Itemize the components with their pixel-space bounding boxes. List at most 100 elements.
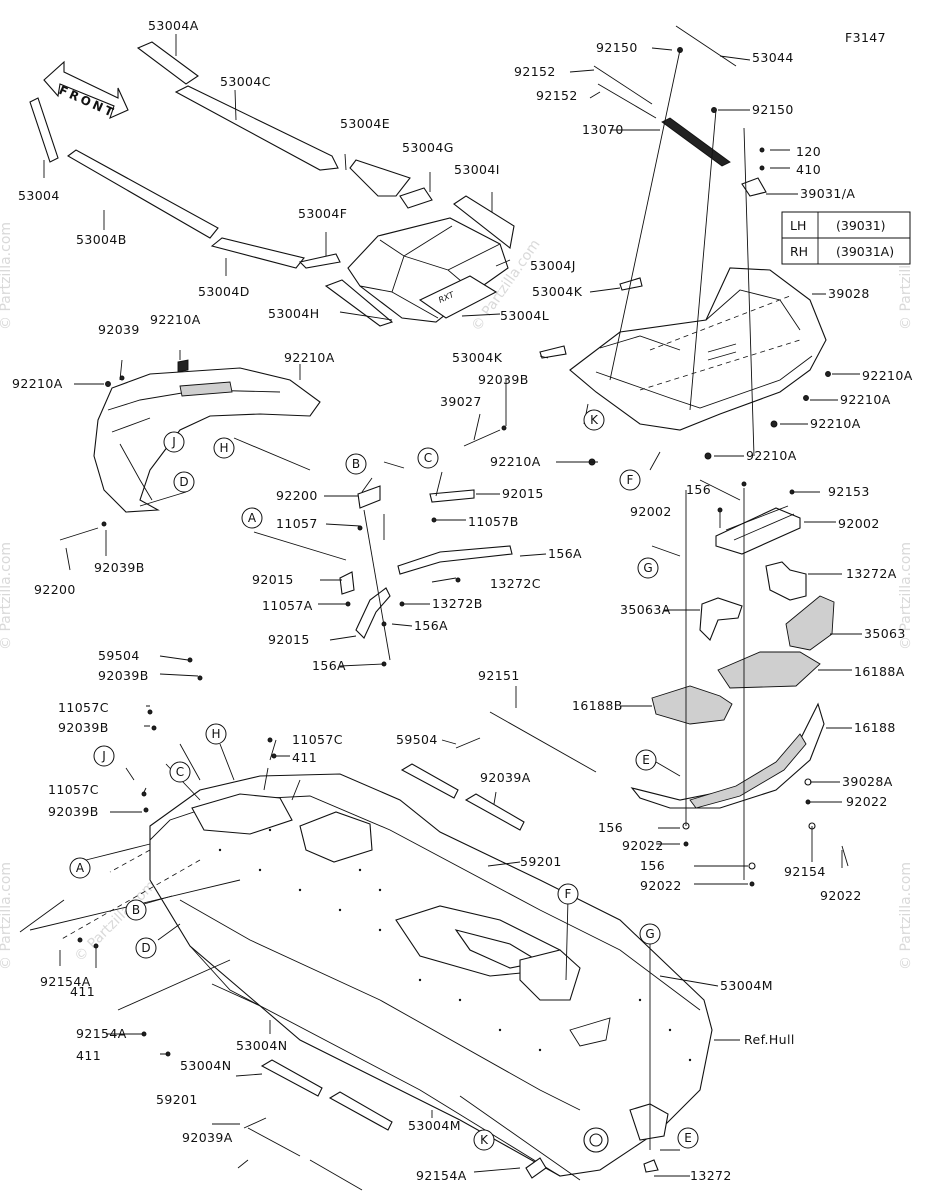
part-labels: 53004A 53004C 53004 53004B 53004E 53004G… bbox=[12, 18, 912, 1183]
part-number: 92039A bbox=[182, 1130, 233, 1145]
bracket-39031 bbox=[741, 177, 767, 197]
side-table: LH (39031) RH (39031A) bbox=[781, 211, 911, 265]
decal-53004i bbox=[453, 195, 515, 249]
bracket-35063 bbox=[699, 597, 743, 641]
part-number: 92015 bbox=[252, 572, 294, 587]
part-number: 92200 bbox=[34, 582, 76, 597]
watermark: © Partzilla.com bbox=[898, 862, 914, 970]
hull-outline bbox=[149, 773, 713, 1177]
decal-53004l bbox=[418, 275, 498, 319]
part-number: 120 bbox=[796, 144, 821, 159]
part-number: 53004K bbox=[532, 284, 583, 299]
part-number: 410 bbox=[796, 162, 821, 177]
callout-b: B bbox=[345, 453, 367, 475]
decal-53004f bbox=[298, 253, 341, 269]
rear-deck-39028 bbox=[569, 267, 827, 431]
part-number: 11057B bbox=[468, 514, 519, 529]
callout-d: D bbox=[173, 471, 195, 493]
part-number: 53004I bbox=[454, 162, 500, 177]
part-number: 92152 bbox=[536, 88, 578, 103]
part-number: 11057C bbox=[58, 700, 109, 715]
callout-g: G bbox=[639, 923, 661, 945]
part-number: 11057C bbox=[292, 732, 343, 747]
part-number: 92154A bbox=[40, 974, 91, 989]
rail-59201 bbox=[464, 793, 525, 831]
part-number: 13272C bbox=[490, 576, 541, 591]
part-number: 53004L bbox=[500, 308, 549, 323]
part-number: 16188 bbox=[854, 720, 896, 735]
part-number: 53004J bbox=[530, 258, 576, 273]
part-number: 92154A bbox=[416, 1168, 467, 1183]
hull bbox=[149, 773, 713, 1177]
part-number: 53004M bbox=[408, 1118, 461, 1133]
decal-53004a bbox=[136, 41, 199, 85]
part-number: 53004H bbox=[268, 306, 320, 321]
hardware bbox=[59, 359, 849, 1179]
rail-59201 bbox=[400, 763, 459, 799]
callout-g: G bbox=[637, 557, 659, 579]
decal-group: RXT bbox=[29, 41, 643, 359]
decal-53004 bbox=[29, 97, 59, 163]
part-number: 53004C bbox=[220, 74, 271, 89]
bracket-35063a bbox=[765, 561, 807, 601]
svg-text:B: B bbox=[132, 903, 140, 917]
watermark: © Partzilla.com bbox=[898, 542, 914, 650]
hull-ref-label: Ref.Hull bbox=[744, 1032, 795, 1047]
part-number: 53004M bbox=[720, 978, 773, 993]
part-number: 92210A bbox=[12, 376, 63, 391]
part-number: 59504 bbox=[98, 648, 140, 663]
callout-e: E bbox=[677, 1127, 699, 1149]
table-part: (39031A) bbox=[836, 244, 894, 259]
part-number: 92039B bbox=[98, 668, 149, 683]
part-number: 35063A bbox=[620, 602, 671, 617]
part-number: 59201 bbox=[520, 854, 562, 869]
part-number: 53004 bbox=[18, 188, 60, 203]
part-number: 92002 bbox=[630, 504, 672, 519]
front-arrow: FRONT bbox=[43, 60, 129, 121]
part-number: 92210A bbox=[746, 448, 797, 463]
strip-13272c bbox=[397, 545, 513, 575]
part-number: 92150 bbox=[752, 102, 794, 117]
part-number: 53004N bbox=[236, 1038, 288, 1053]
part-number: 53004G bbox=[402, 140, 454, 155]
svg-text:H: H bbox=[211, 727, 220, 741]
bracket-group bbox=[339, 485, 513, 661]
callout-f: F bbox=[619, 469, 641, 491]
part-number: 53004K bbox=[452, 350, 503, 365]
svg-text:H: H bbox=[219, 441, 228, 455]
part-number: 53004A bbox=[148, 18, 199, 33]
part-number: 13272A bbox=[846, 566, 897, 581]
strip-13272b bbox=[355, 587, 391, 639]
decal-53004b bbox=[67, 149, 219, 239]
svg-text:J: J bbox=[171, 435, 176, 449]
rail-59201 bbox=[260, 1059, 323, 1097]
svg-text:G: G bbox=[643, 561, 652, 575]
part-number: 92210A bbox=[150, 312, 201, 327]
decal-53004k bbox=[539, 345, 567, 359]
svg-text:D: D bbox=[179, 475, 188, 489]
part-number: 411 bbox=[70, 984, 95, 999]
part-number: 53044 bbox=[752, 50, 794, 65]
part-number: 92152 bbox=[514, 64, 556, 79]
front-side-panel bbox=[93, 367, 321, 513]
foam-16188a bbox=[785, 595, 835, 651]
part-number: 92153 bbox=[828, 484, 870, 499]
part-number: 92039B bbox=[48, 804, 99, 819]
part-number: 92015 bbox=[502, 486, 544, 501]
part-number: 16188B bbox=[572, 698, 623, 713]
decal-53004d bbox=[210, 237, 305, 269]
watermark: © Partzilla.com bbox=[0, 862, 14, 970]
panel-39027 bbox=[93, 367, 321, 513]
plate-13272a bbox=[715, 507, 801, 555]
part-number: 156 bbox=[686, 482, 711, 497]
callout-k: K bbox=[473, 1129, 495, 1151]
part-number: 156A bbox=[548, 546, 582, 561]
part-number: 53004E bbox=[340, 116, 390, 131]
foam-16188 bbox=[651, 685, 733, 725]
svg-text:G: G bbox=[645, 927, 654, 941]
part-number: 13272B bbox=[432, 596, 483, 611]
callout-b: B bbox=[125, 899, 147, 921]
part-number: 92022 bbox=[640, 878, 682, 893]
part-number: 92039A bbox=[480, 770, 531, 785]
